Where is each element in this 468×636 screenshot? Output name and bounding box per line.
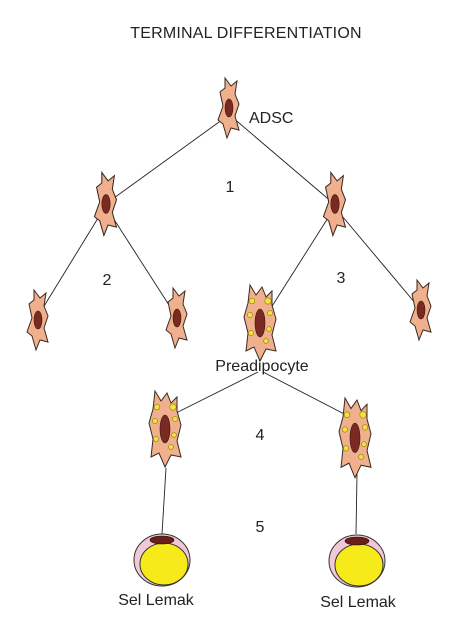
step-number-1: 1 — [226, 179, 235, 196]
edge-left-leftleft — [37, 209, 104, 317]
fat-cell-right — [328, 534, 386, 588]
label-adsc: ADSC — [249, 110, 293, 127]
step-number-2: 2 — [103, 272, 112, 289]
edge-left-fatcell — [161, 467, 167, 535]
edge-right-preadipocyte — [261, 209, 334, 323]
cell-level2-rightright — [409, 279, 432, 341]
edge-right-fatcell — [355, 473, 358, 535]
label-preadipocyte: Preadipocyte — [215, 358, 308, 375]
cell-level1-left — [93, 171, 118, 237]
step-number-4: 4 — [256, 427, 265, 444]
step-number-5: 5 — [256, 519, 265, 536]
fat-cell-left — [133, 533, 191, 587]
lineage-edges — [37, 116, 422, 535]
cell-level2-leftright — [165, 287, 188, 349]
edge-right-rightright — [336, 209, 422, 311]
cell-level2-leftleft — [26, 289, 49, 351]
cell-adsc — [217, 77, 240, 139]
edge-preadipocyte-right — [262, 371, 353, 419]
diagram-title: TERMINAL DIFFERENTIATION — [130, 25, 361, 42]
edge-left-leftright — [107, 209, 177, 317]
cell-preadipocyte — [243, 284, 277, 362]
edge-adsc-right — [231, 116, 334, 204]
cell-preadipocyte-right — [338, 397, 372, 479]
label-fat-cell-right: Sel Lemak — [320, 594, 397, 611]
label-fat-cell-left: Sel Lemak — [118, 592, 195, 609]
edge-adsc-left — [106, 116, 227, 204]
cell-level1-right — [322, 171, 347, 237]
step-number-3: 3 — [337, 270, 346, 287]
cell-preadipocyte-left — [148, 390, 182, 468]
edge-preadipocyte-left — [165, 371, 259, 419]
